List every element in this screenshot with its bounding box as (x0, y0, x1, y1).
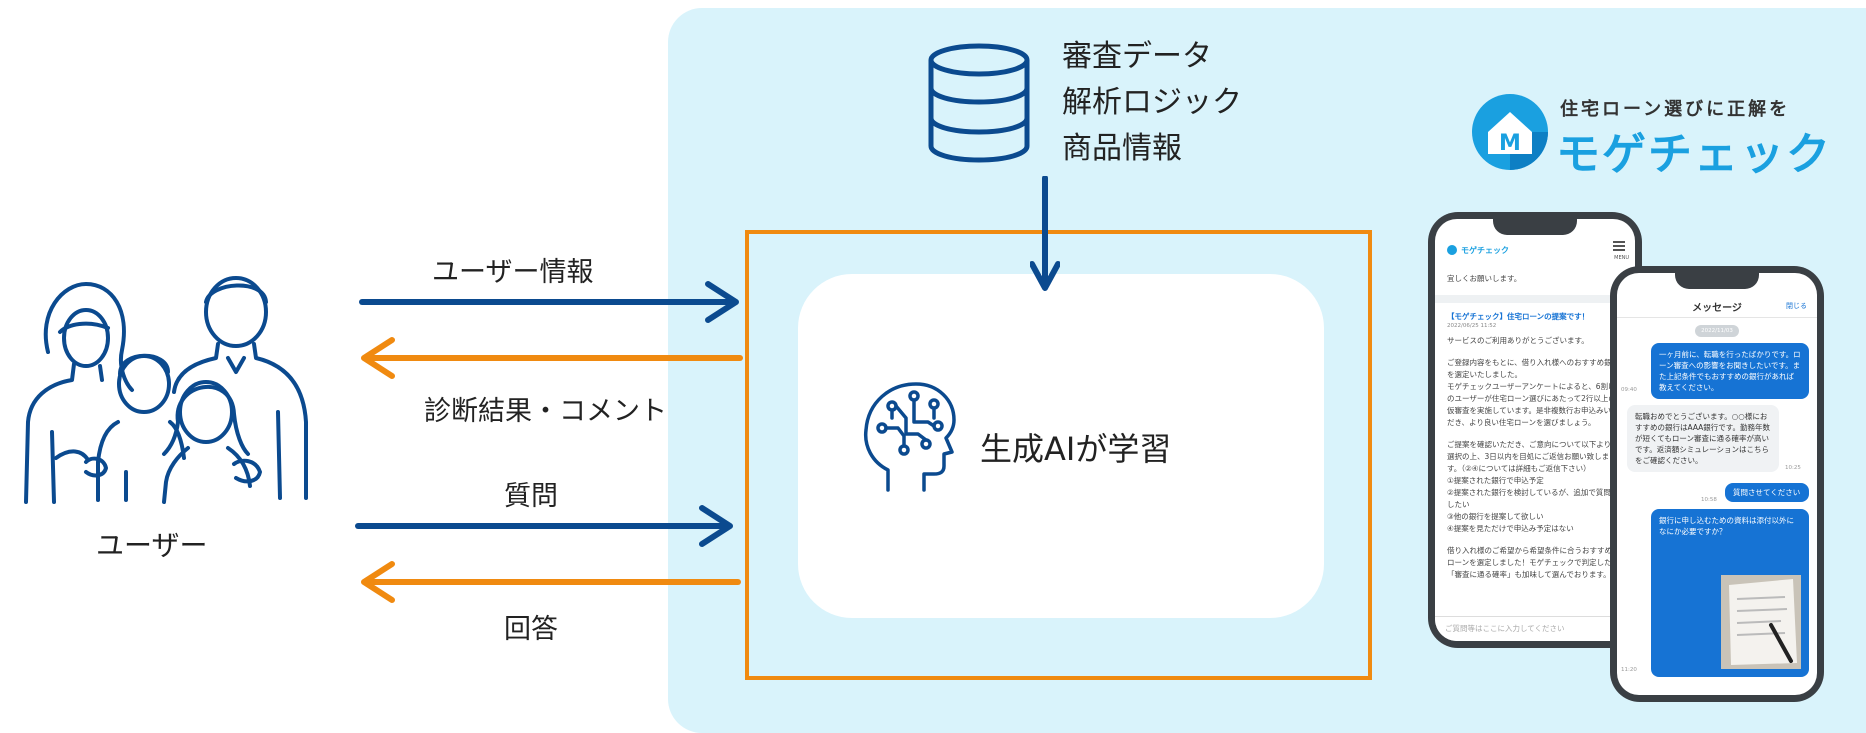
arrow-answer (361, 561, 741, 603)
logo-subtitle: 住宅ローン選びに正解を (1560, 99, 1791, 120)
phone-message: メッセージ 閉じる 2022/11/03 一ヶ月前に、転職を行ったばかりです。ロ… (1610, 266, 1824, 702)
phone-screen: モゲチェック MENU 宜しくお願いします。 【モゲチェック】住宅ローンの提案で… (1435, 219, 1635, 641)
flow-arrows (355, 281, 743, 603)
data-source-item: 審査データ (1062, 39, 1212, 74)
phone-brand: モゲチェック (1461, 246, 1509, 255)
phone-chat-list: モゲチェック MENU 宜しくお願いします。 【モゲチェック】住宅ローンの提案で… (1428, 212, 1642, 648)
ai-head-icon (863, 382, 956, 492)
menu-label: MENU (1614, 255, 1629, 261)
arrow-label-user-info: ユーザー情報 (432, 257, 594, 288)
arrow-question (355, 505, 733, 547)
chat-bubble-user: 銀行に申し込むための資料は添付以外になにか必要ですか？ (1651, 509, 1809, 677)
chat-time: 09:40 (1621, 387, 1637, 393)
chat-time: 10:58 (1701, 497, 1717, 503)
menu-icon[interactable] (1613, 241, 1625, 251)
message-headline: 【モゲチェック】住宅ローンの提案です！ (1447, 312, 1590, 321)
arrow-user-info (359, 281, 739, 323)
close-button[interactable]: 閉じる (1786, 302, 1807, 310)
chat-bubble-user: 一ヶ月前に、転職を行ったばかりです。ローン審査への影響をお聞きしたいです。また上… (1651, 343, 1809, 399)
message-date: 2022/06/25 11:52 (1447, 323, 1497, 329)
arrow-label-diagnosis: 診断結果・コメント (424, 396, 667, 427)
phone-screen: メッセージ 閉じる 2022/11/03 一ヶ月前に、転職を行ったばかりです。ロ… (1617, 273, 1817, 695)
arrow-data-to-ai (1030, 176, 1060, 291)
date-chip: 2022/11/03 (1695, 325, 1739, 337)
greeting: 宜しくお願いします。 (1447, 274, 1522, 283)
database-icon (928, 43, 1030, 163)
mogecheck-logo-icon: M (1472, 94, 1548, 170)
user-label: ユーザー (96, 529, 208, 562)
chat-bubble-advisor: 転職おめでとうございます。○○様におすすめの銀行はAAA銀行です。勤務年数が短く… (1627, 405, 1779, 472)
arrow-label-question: 質問 (504, 481, 558, 512)
logo-mark-text: M (1499, 131, 1521, 156)
brand-logo-icon (1447, 245, 1457, 255)
family-icon (24, 276, 308, 504)
logo-title: モゲチェック (1556, 129, 1832, 180)
document-photo-icon (1721, 575, 1801, 669)
message-body: サービスのご利用ありがとうございます。 ご登録内容をもとに、借り入れ様へのおすす… (1447, 336, 1623, 579)
chat-bubble-user: 質問させてください (1725, 483, 1809, 502)
message-title: メッセージ (1692, 303, 1742, 314)
system-box (745, 230, 1372, 680)
message-input[interactable]: ご質問等はここに入力してください (1445, 624, 1565, 633)
chat-time: 11:20 (1621, 667, 1637, 673)
chat-time: 10:25 (1785, 465, 1801, 471)
data-source-item: 商品情報 (1062, 131, 1182, 166)
ai-label: 生成AIが学習 (980, 430, 1172, 468)
data-source-list: 審査データ 解析ロジック 商品情報 (1062, 34, 1242, 172)
arrow-label-answer: 回答 (504, 614, 558, 645)
arrow-diagnosis (361, 337, 743, 379)
ai-box (798, 274, 1324, 618)
data-source-item: 解析ロジック (1062, 85, 1242, 120)
